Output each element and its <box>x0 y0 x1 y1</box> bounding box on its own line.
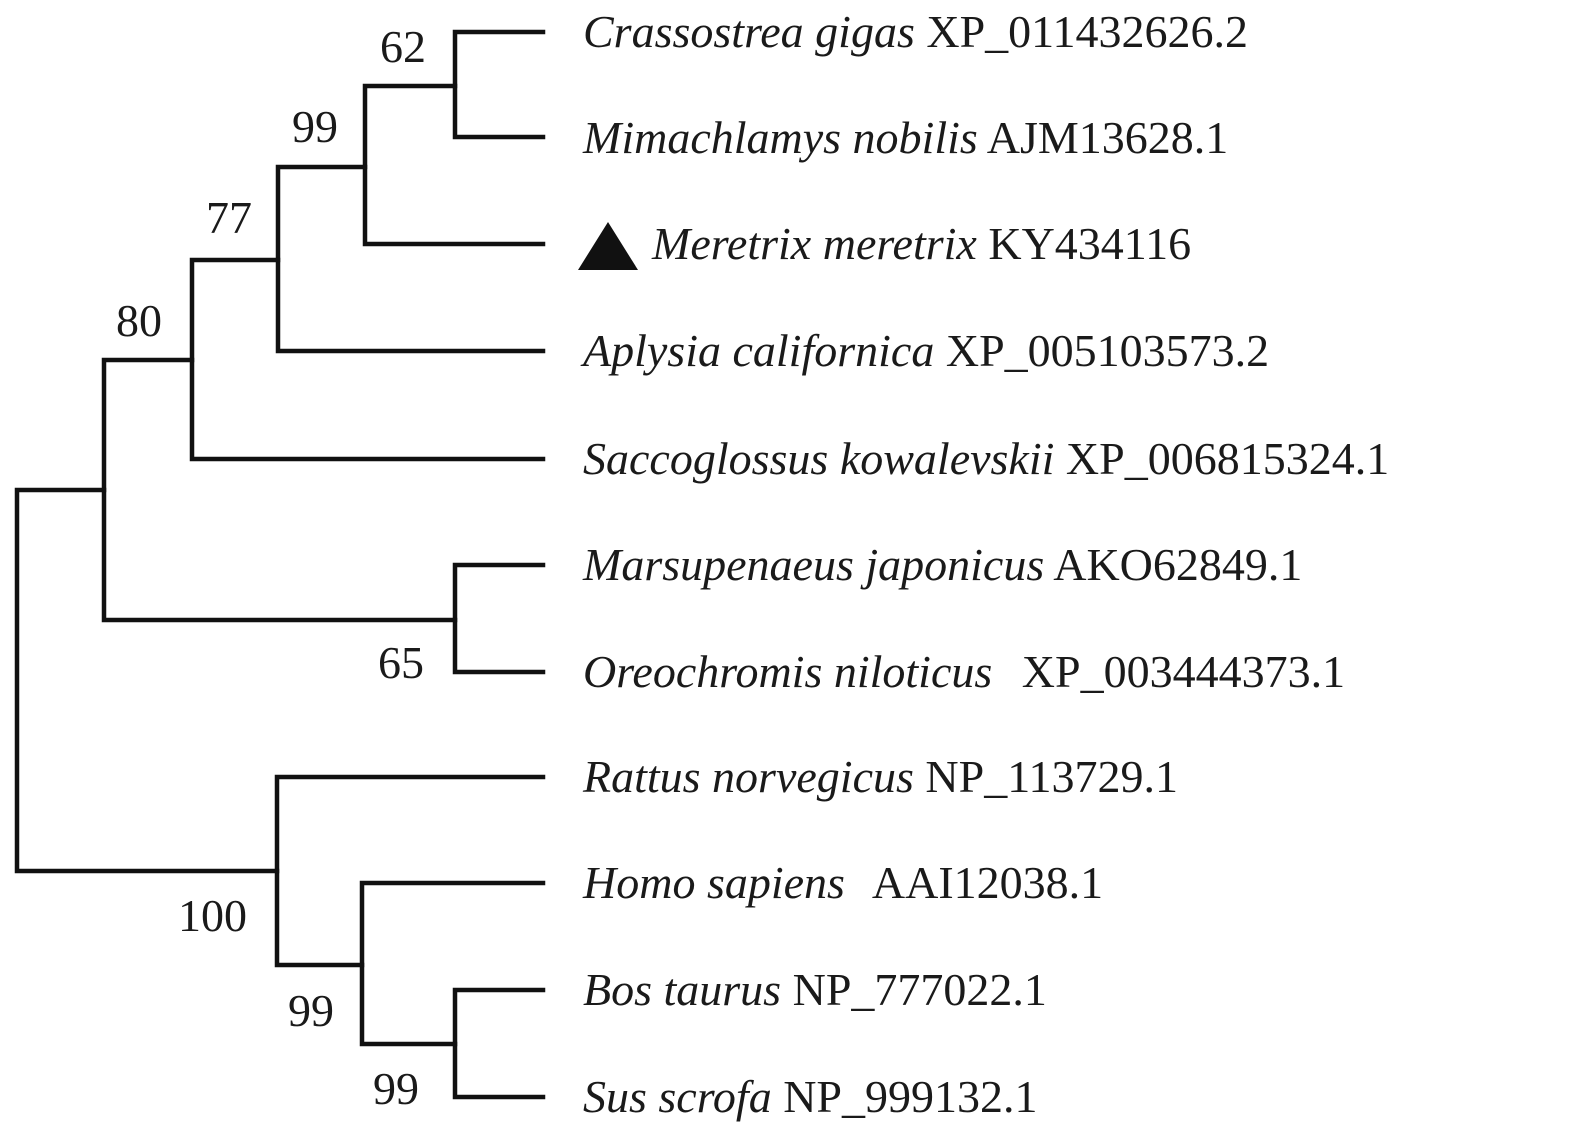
branch <box>14 487 280 874</box>
branch <box>274 774 546 968</box>
bootstrap-label: 99 <box>373 1063 419 1114</box>
branch <box>189 257 546 462</box>
branch <box>452 987 546 1100</box>
taxon-label: Crassostrea gigas XP_011432626.2 <box>583 6 1248 57</box>
taxon-label: Sus scrofa NP_999132.1 <box>583 1071 1038 1122</box>
taxon-label: Oreochromis niloticus XP_003444373.1 <box>583 646 1345 697</box>
taxon-label: Saccoglossus kowalevskii XP_006815324.1 <box>583 433 1389 484</box>
taxon-labels: Crassostrea gigas XP_011432626.2 Mimachl… <box>580 6 1389 1122</box>
bootstrap-label: 99 <box>288 985 334 1036</box>
triangle-marker-icon <box>578 222 638 270</box>
taxon-label: Bos taurus NP_777022.1 <box>583 964 1047 1015</box>
tree-branches <box>14 29 546 1100</box>
taxon-label: Mimachlamys nobilis AJM13628.1 <box>582 112 1228 163</box>
taxon-label: Homo sapiens AAI12038.1 <box>582 857 1103 908</box>
branch <box>452 29 546 140</box>
taxon-label: Marsupenaeus japonicus AKO62849.1 <box>582 539 1302 590</box>
bootstrap-label: 65 <box>378 637 424 688</box>
bootstrap-label: 80 <box>116 295 162 346</box>
bootstrap-label: 99 <box>292 101 338 152</box>
taxon-label: Meretrix meretrix KY434116 <box>651 218 1191 269</box>
bootstrap-values: 62 99 77 80 65 100 99 99 <box>116 21 426 1114</box>
branch <box>275 164 546 354</box>
taxon-label: Rattus norvegicus NP_113729.1 <box>582 751 1178 802</box>
bootstrap-label: 100 <box>178 890 247 941</box>
taxon-label: Aplysia californica XP_005103573.2 <box>580 325 1269 376</box>
branch <box>452 562 546 675</box>
bootstrap-label: 62 <box>380 21 426 72</box>
bootstrap-label: 77 <box>206 192 252 243</box>
branch <box>101 357 458 623</box>
branch <box>359 880 546 1047</box>
